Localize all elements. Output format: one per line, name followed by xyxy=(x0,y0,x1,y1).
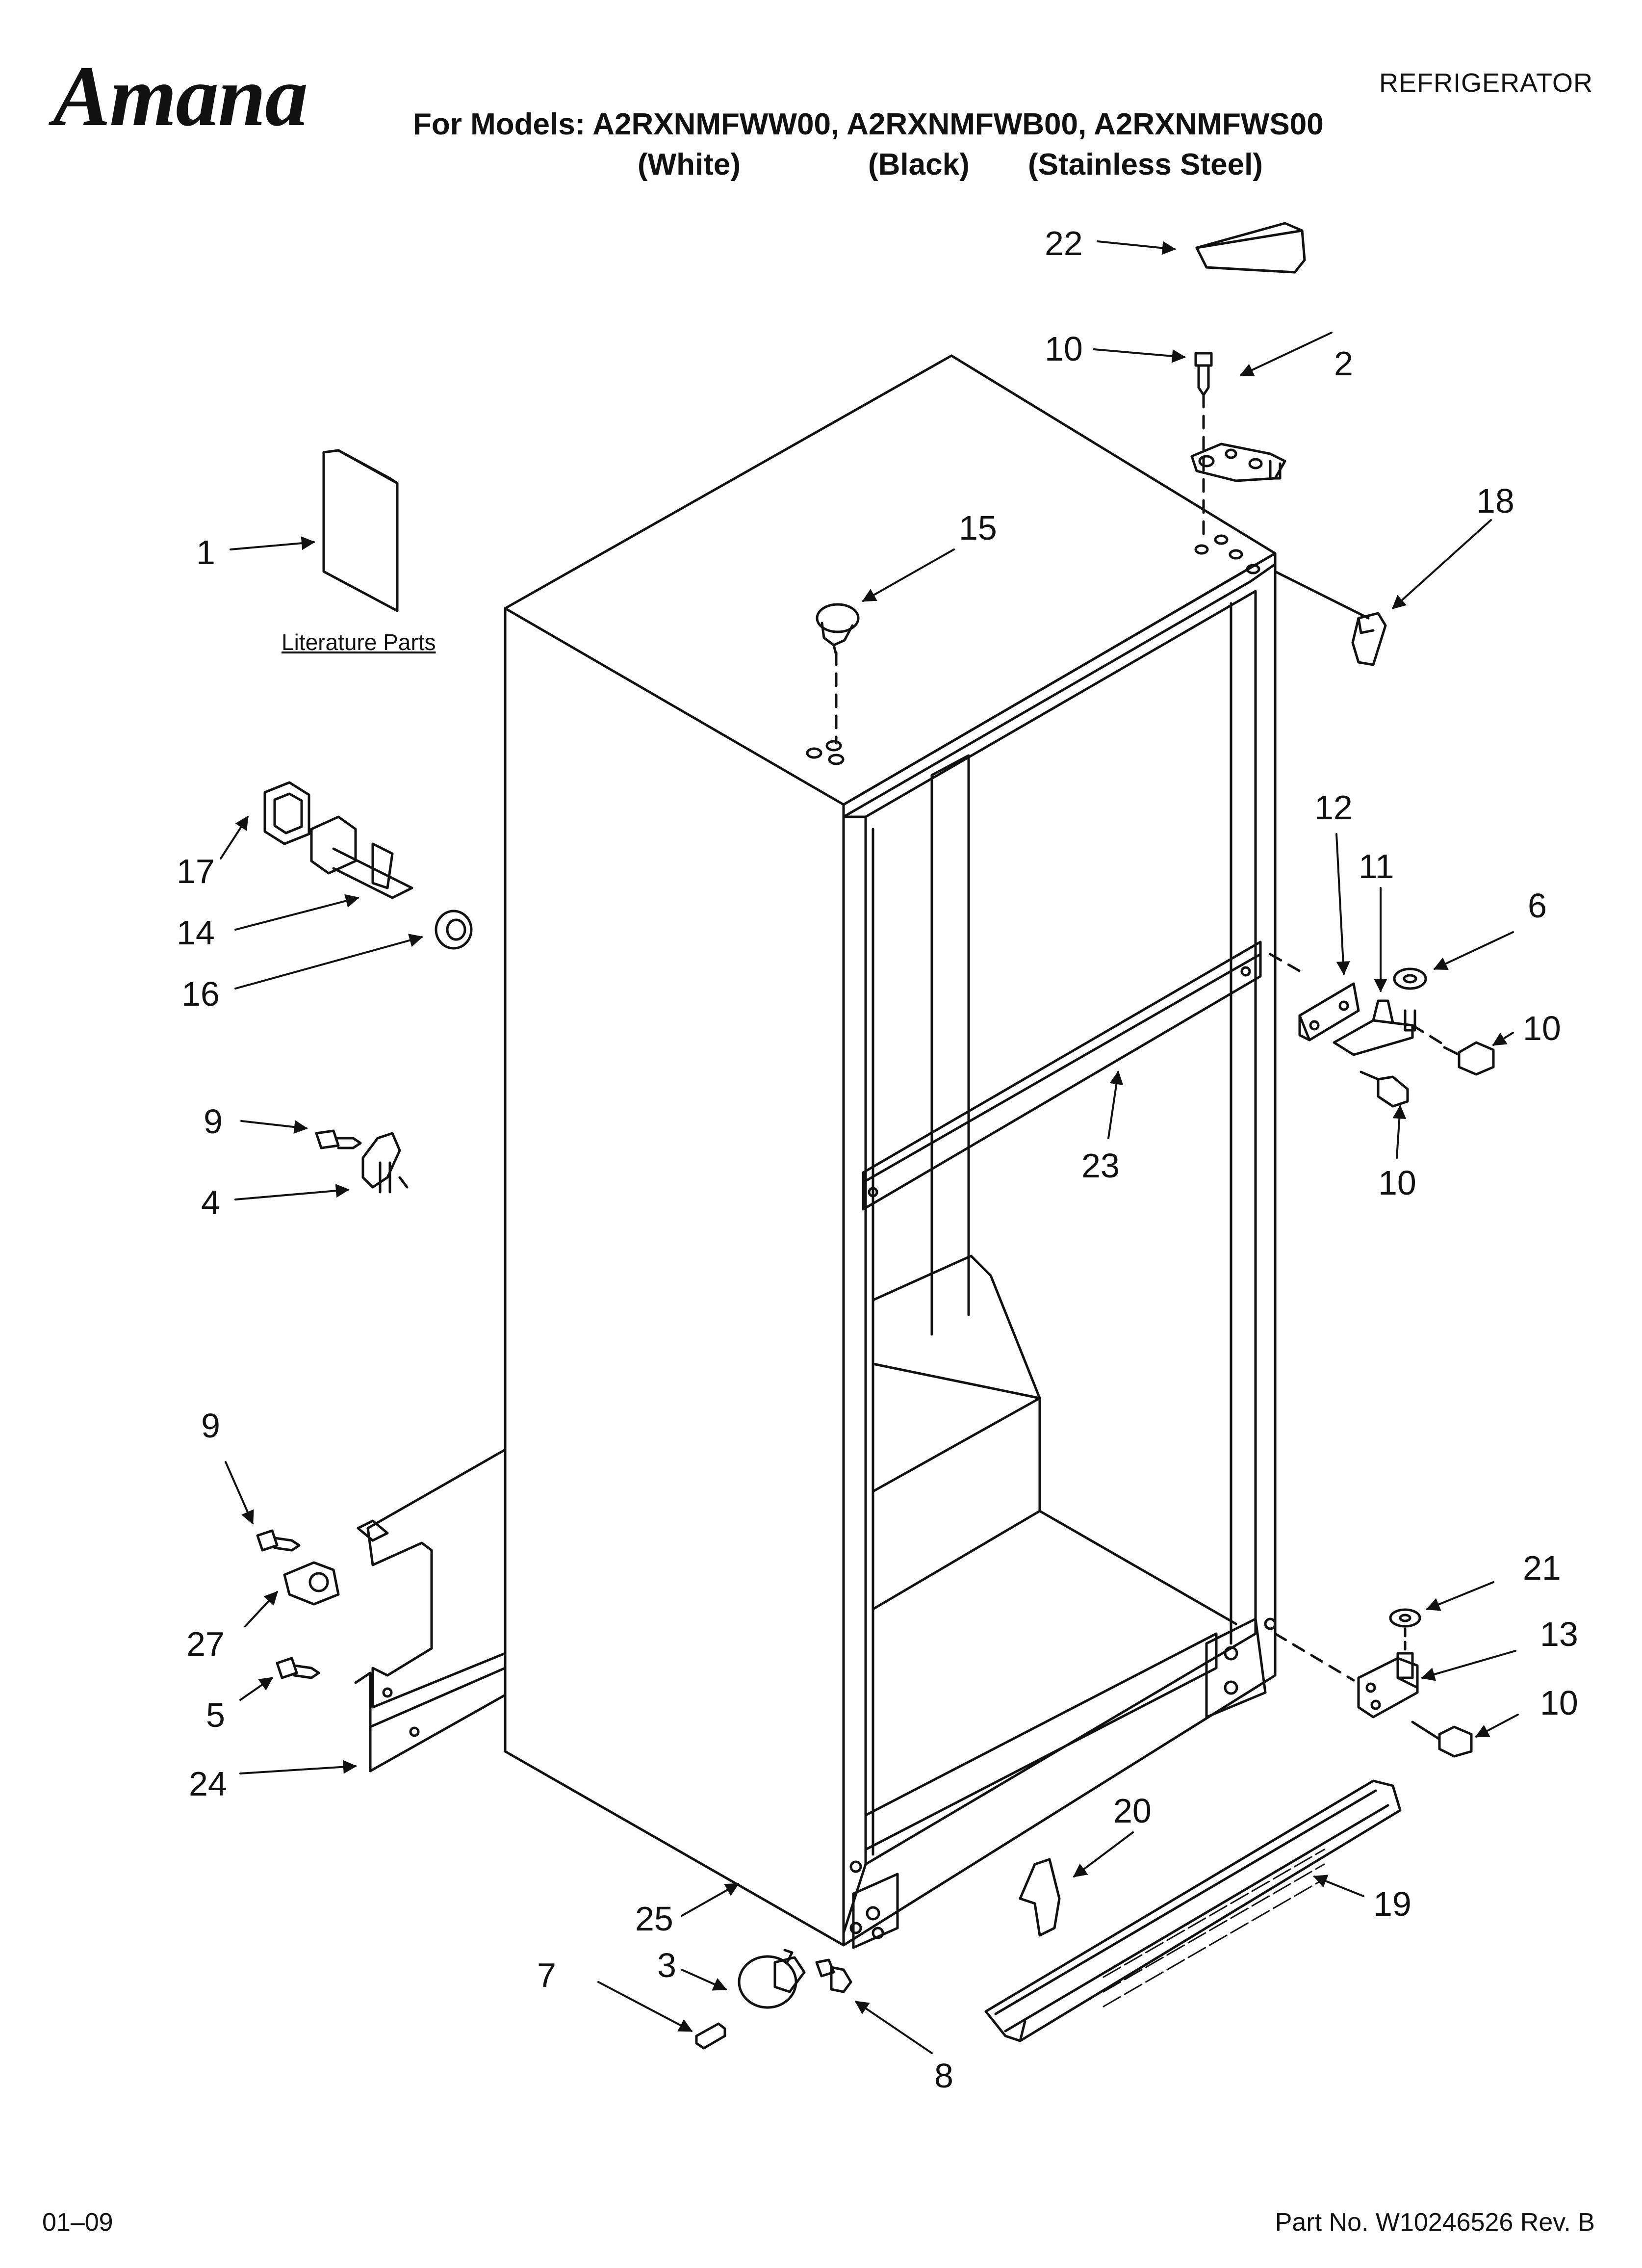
cabinet-left-side xyxy=(504,607,845,1947)
front-frame-outer xyxy=(842,552,1277,1947)
washer-part-6 xyxy=(1393,967,1427,990)
callout-21: 21 xyxy=(1523,1549,1561,1587)
callout-10: 10 xyxy=(1523,1009,1561,1047)
callout-6: 6 xyxy=(1528,886,1547,925)
callout-1: 1 xyxy=(196,533,215,572)
callout-13: 13 xyxy=(1540,1615,1578,1653)
screw-part-10-bottom xyxy=(1411,1721,1473,1758)
callout-4: 4 xyxy=(201,1183,220,1222)
callout-18: 18 xyxy=(1476,482,1514,520)
callout-10: 10 xyxy=(1378,1164,1416,1202)
callout-25: 25 xyxy=(635,1900,673,1938)
callout-17: 17 xyxy=(177,852,215,890)
callout-24: 24 xyxy=(189,1765,227,1803)
screw-part-10-top xyxy=(1194,352,1213,541)
callout-12: 12 xyxy=(1314,788,1353,827)
callout-9: 9 xyxy=(204,1102,223,1141)
center-divider-part-23 xyxy=(862,940,1262,1211)
amana-logo: Amana xyxy=(53,49,308,144)
callout-3: 3 xyxy=(657,1946,676,1984)
callout-9: 9 xyxy=(201,1407,220,1445)
product-category: REFRIGERATOR xyxy=(1379,68,1593,98)
cabinet-top-rim xyxy=(842,563,1277,818)
part-number: Part No. W10246526 Rev. B xyxy=(1275,2208,1595,2237)
cabinet-top xyxy=(504,354,1277,806)
washer-part-21 xyxy=(1389,1608,1421,1655)
roller-part-3 xyxy=(738,1949,806,2009)
screw-part-9-lower xyxy=(256,1529,301,1552)
middle-hinge-bracket-part-12 xyxy=(1298,982,1360,1042)
callout-5: 5 xyxy=(206,1696,225,1734)
callout-7: 7 xyxy=(537,1956,556,1994)
bottom-bracket-part-24 xyxy=(354,1448,507,1773)
callout-15: 15 xyxy=(959,509,997,547)
callout-23: 23 xyxy=(1081,1147,1120,1185)
literature-booklet-part-1 xyxy=(322,449,399,612)
callout-8: 8 xyxy=(934,2057,953,2095)
top-hinge-part-2 xyxy=(1190,443,1286,482)
handle-pin-part-14 xyxy=(310,815,413,899)
callout-14: 14 xyxy=(177,913,215,952)
callout-10: 10 xyxy=(1045,330,1083,368)
callout-labels: 22 10 2 18 1 15 12 11 6 10 17 14 16 23 1… xyxy=(177,224,1578,2095)
pin-part-7 xyxy=(695,2022,726,2050)
cabinet xyxy=(504,354,1277,1949)
plug-part-15 xyxy=(816,603,860,745)
bushing-part-16 xyxy=(435,910,473,950)
literature-parts-label: Literature Parts xyxy=(282,629,436,655)
variant-black: (Black) xyxy=(868,148,970,182)
bottom-left-plate xyxy=(852,1873,899,1949)
toe-grille-part-19 xyxy=(984,1779,1402,2042)
middle-hinge-part-11 xyxy=(1333,999,1416,1056)
variant-white: (White) xyxy=(638,148,741,182)
callout-27: 27 xyxy=(186,1625,225,1663)
screw-part-5 xyxy=(276,1657,320,1679)
clamp-part-27 xyxy=(283,1561,340,1606)
clip-part-20 xyxy=(1019,1858,1061,1937)
clip-part-4 xyxy=(361,1132,409,1194)
bottom-hinge-part-13 xyxy=(1357,1652,1419,1719)
variant-stainless: (Stainless Steel) xyxy=(1028,148,1263,182)
callout-11: 11 xyxy=(1359,847,1394,886)
callout-10: 10 xyxy=(1540,1684,1578,1722)
front-frame-inner xyxy=(864,590,1257,1866)
screw-part-10-mid xyxy=(1360,1070,1409,1108)
hinge-plug-part-18 xyxy=(1274,570,1387,666)
callout-19: 19 xyxy=(1373,1885,1411,1923)
hinge-cover-part-22 xyxy=(1195,222,1306,274)
gasket-part-17 xyxy=(263,781,310,845)
bottom-right-plate xyxy=(1205,1617,1267,1719)
revision-date: 01–09 xyxy=(42,2208,113,2237)
screw-part-10-right xyxy=(1443,1041,1495,1076)
callout-20: 20 xyxy=(1113,1792,1152,1830)
models-line: For Models: A2RXNMFWW00, A2RXNMFWB00, A2… xyxy=(413,107,1324,141)
screw-part-8 xyxy=(815,1958,852,1993)
callout-16: 16 xyxy=(181,975,220,1013)
callout-22: 22 xyxy=(1045,224,1083,262)
leader-arrows xyxy=(220,240,1519,2054)
screw-part-9-upper xyxy=(315,1129,362,1149)
callout-2: 2 xyxy=(1334,344,1353,383)
